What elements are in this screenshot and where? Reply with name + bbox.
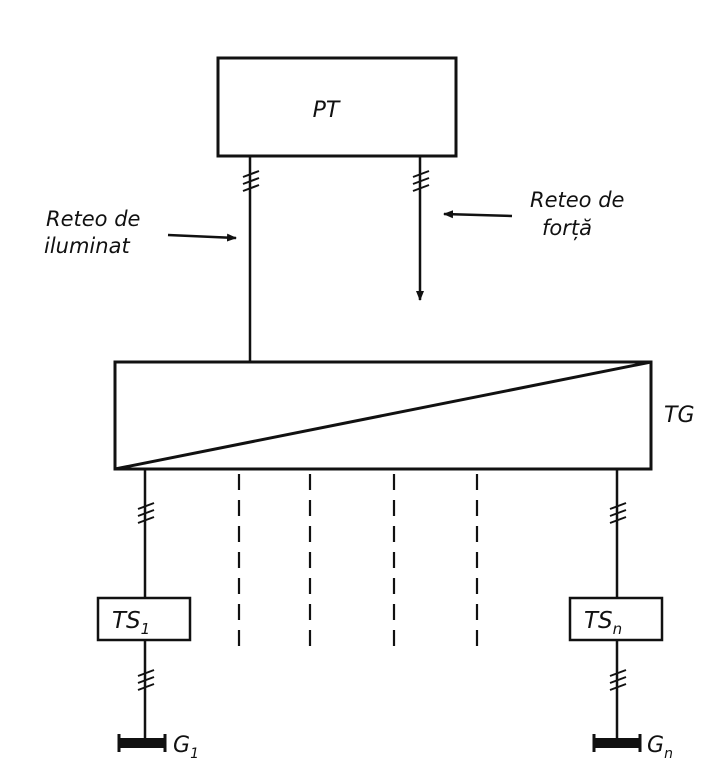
lighting-annotation-line1: Reteo de [46,207,140,231]
power-annotation-line2: forță [542,216,592,240]
lighting-annotation-arrow [167,233,237,242]
generator-n-label: Gn [647,733,673,762]
power-annotation-arrow [443,210,513,219]
generator-1-symbol [117,734,167,752]
left-branch-upper-triple-slash [137,502,155,524]
power-feeder-triple-slash [412,170,430,192]
tg-label: TG [664,403,695,428]
lighting-annotation-line2: iluminat [44,234,130,258]
generator-n-symbol [592,734,642,752]
pt-label: PT [313,98,341,123]
pt-box [216,56,458,158]
lighting-feeder-triple-slash [242,170,260,192]
generator-1-label: G1 [173,733,199,762]
ts1-label: TS1 [112,608,150,638]
right-branch-lower-triple-slash [609,669,627,691]
tg-box [113,360,653,471]
right-branch-upper-triple-slash [609,502,627,524]
tsn-label: TSn [584,608,622,638]
power-annotation-line1: Reteo de [530,188,624,212]
tg-diagonal [114,360,652,471]
left-branch-lower-triple-slash [137,669,155,691]
intermediate-branches [237,474,479,648]
